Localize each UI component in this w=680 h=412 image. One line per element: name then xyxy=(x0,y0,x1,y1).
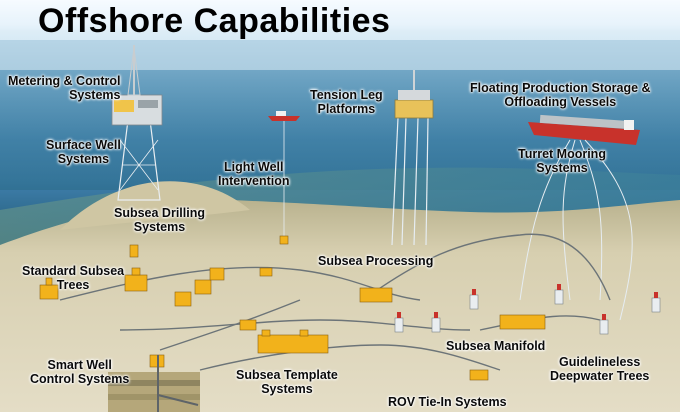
page-title: Offshore Capabilities xyxy=(38,2,391,40)
subsea-equipment xyxy=(39,235,546,381)
deepwater-trees xyxy=(394,284,661,335)
label-standard-trees: Standard Subsea Trees xyxy=(22,264,124,292)
label-subsea-manifold: Subsea Manifold xyxy=(446,339,545,353)
intervention-vessel xyxy=(268,111,300,240)
label-light-well: Light Well Intervention xyxy=(218,160,290,188)
label-line: Light Well xyxy=(224,160,284,174)
seabed-mound xyxy=(60,181,250,230)
label-line: Turret Mooring xyxy=(518,147,606,161)
label-line: Subsea Processing xyxy=(318,254,434,268)
label-line: Subsea Template xyxy=(236,368,338,382)
label-line: Metering & Control xyxy=(8,74,121,88)
label-subsea-drilling: Subsea Drilling Systems xyxy=(114,206,205,234)
label-subsea-template: Subsea Template Systems xyxy=(236,368,338,396)
tension-leg-platform xyxy=(391,70,434,246)
label-surface-well: Surface Well Systems xyxy=(46,138,121,166)
label-rov-tie-in: ROV Tie-In Systems xyxy=(388,395,507,409)
label-fpso: Floating Production Storage & Offloading… xyxy=(470,81,651,109)
smart-well-cutaway xyxy=(108,355,200,412)
fixed-platform xyxy=(111,45,163,201)
label-guidelineless-trees: Guidelineless Deepwater Trees xyxy=(550,355,649,383)
label-line: Floating Production Storage & xyxy=(470,81,651,95)
label-line: Systems xyxy=(133,220,186,234)
label-line: ROV Tie-In Systems xyxy=(388,395,507,409)
label-line: Deepwater Trees xyxy=(550,369,650,383)
horizon-haze xyxy=(0,30,680,70)
label-line: Tension Leg xyxy=(310,88,383,102)
label-line: Trees xyxy=(56,278,90,292)
label-line: Control Systems xyxy=(30,372,130,386)
label-smart-well: Smart Well Control Systems xyxy=(30,358,129,386)
label-line: Offloading Vessels xyxy=(504,95,617,109)
label-line: Systems xyxy=(69,88,121,102)
label-line: Systems xyxy=(536,161,588,175)
label-line: Platforms xyxy=(317,102,376,116)
label-line: Smart Well xyxy=(47,358,112,372)
label-line: Systems xyxy=(57,152,110,166)
label-subsea-processing: Subsea Processing xyxy=(318,254,433,268)
label-line: Systems xyxy=(261,382,313,396)
label-turret-mooring: Turret Mooring Systems xyxy=(518,147,606,175)
label-line: Subsea Manifold xyxy=(446,339,546,353)
fpso-vessel xyxy=(519,114,640,321)
label-metering-control: Metering & Control Systems xyxy=(8,74,121,102)
seabed xyxy=(0,199,680,412)
label-tension-leg: Tension Leg Platforms xyxy=(310,88,383,116)
label-line: Intervention xyxy=(218,174,290,188)
label-line: Subsea Drilling xyxy=(114,206,205,220)
label-line: Standard Subsea xyxy=(22,264,125,278)
label-line: Surface Well xyxy=(46,138,121,152)
label-line: Guidelineless xyxy=(559,355,641,369)
